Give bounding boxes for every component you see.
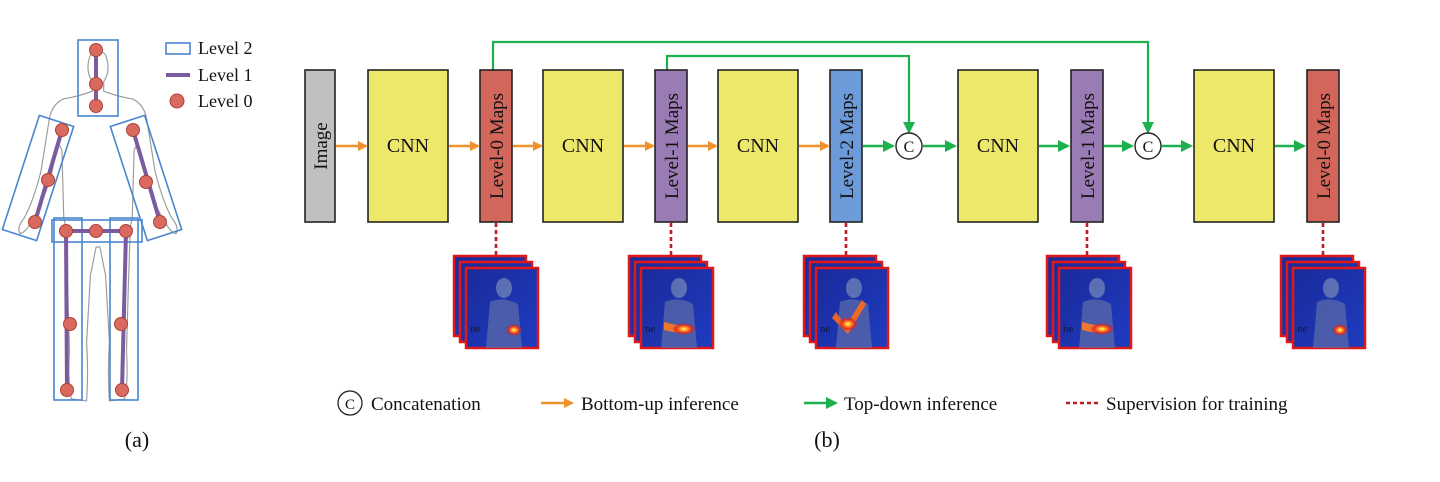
level0-maps-block-2 [1306,69,1340,223]
cnn-block-1-label: CNN [387,135,429,157]
legend-level1-label: Level 1 [198,65,252,85]
concat-node-1-label: C [904,139,915,156]
level0-maps-block-1-label: Level-0 Maps [487,93,508,199]
skip-connection-level1 [665,54,915,134]
level0-maps-block-2-label: Level-0 Maps [1314,93,1335,199]
level2-box-head [77,39,119,117]
level2-box-hips [51,219,143,243]
concat-node-2 [1134,132,1162,160]
cnn-block-4-label: CNN [977,135,1019,157]
legend-level0-label: Level 0 [198,91,252,111]
level2-maps-block [829,69,863,223]
legend-concat-symbol [337,390,363,416]
panel-b: Image CNN Level-0 Maps CNN Level-1 Maps … [304,40,1367,452]
level1-maps-block-2 [1070,69,1104,223]
level0-maps-block-1 [479,69,513,223]
heatmap-stack-level0-1 [452,254,540,350]
legend-concatenation-label: Concatenation [371,394,481,415]
level2-maps-block-label: Level-2 Maps [837,93,858,199]
heatmap-stack-level1-2 [1045,254,1133,350]
cnn-block-4 [957,69,1039,223]
level1-maps-block-1 [654,69,688,223]
level0-joints [28,43,167,397]
legend-bottom-up-label: Bottom-up inference [581,394,739,415]
level2-box-left-arm [1,114,75,242]
cnn-block-2-label: CNN [562,135,604,157]
caption-b: (b) [814,427,840,452]
cnn-block-1 [367,69,449,223]
legend-top-down-label: Top-down inference [844,394,997,415]
heatmap-stack-level1-1 [627,254,715,350]
legend-level0-swatch [169,93,185,109]
level2-box-left-leg [53,217,83,401]
heatmap-stack-level2 [802,254,890,350]
cnn-block-5-label: CNN [1213,135,1255,157]
legend-concat-symbol-label: C [345,397,355,413]
concat-node-1 [895,132,923,160]
skip-connection-level0 [491,40,1154,134]
cnn-block-5 [1193,69,1275,223]
cnn-block-3 [717,69,799,223]
level2-box-right-arm [109,114,183,242]
level1-skeleton [33,48,162,392]
level2-box-right-leg [109,217,139,401]
level1-maps-block-1-label: Level-1 Maps [662,93,683,199]
concat-node-2-label: C [1143,139,1154,156]
legend-level2-label: Level 2 [198,38,252,58]
panel-a: Level 2 Level 1 Level 0 (a) [1,38,252,452]
image-block-label: Image [311,122,332,169]
image-block [304,69,336,223]
caption-a: (a) [125,427,149,452]
legend-supervision-label: Supervision for training [1106,394,1288,415]
heatmap-stack-level0-2 [1279,254,1367,350]
supervision-lines [494,223,1325,256]
level1-maps-block-2-label: Level-1 Maps [1078,93,1099,199]
legend-level2-swatch [165,42,191,55]
cnn-block-3-label: CNN [737,135,779,157]
cnn-block-2 [542,69,624,223]
